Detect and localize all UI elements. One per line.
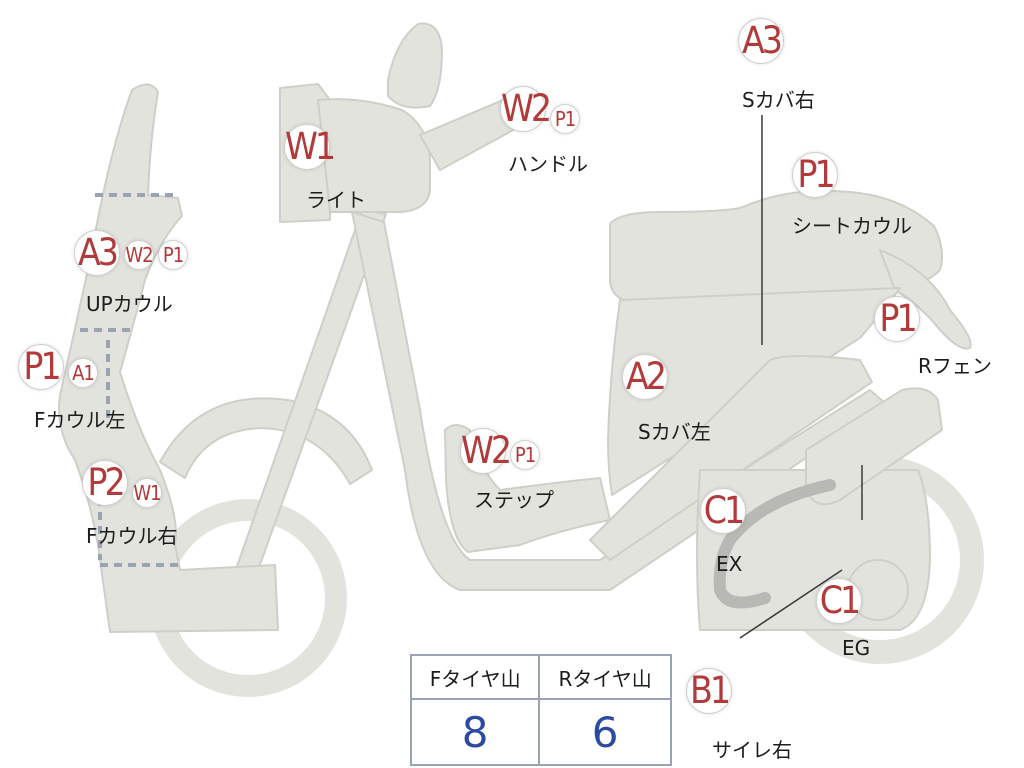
label-light: ライト xyxy=(306,188,366,212)
label-handle: ハンドル xyxy=(508,152,588,176)
table-header-rear-tire: Rタイヤ山 xyxy=(538,654,672,700)
exhaust-pipe xyxy=(713,479,836,609)
marker-p1-f-cowl-left: P1 xyxy=(18,344,64,390)
marker-w1-f-cowl-right: W1 xyxy=(132,478,162,508)
marker-p1-up-cowl: P1 xyxy=(158,240,188,270)
label-f-cowl-right: Fカウル右 xyxy=(86,524,178,548)
marker-a3-up-cowl: A3 xyxy=(74,230,120,276)
marker-c1-eg: C1 xyxy=(816,578,862,624)
table-value-rear-tire: 6 xyxy=(538,698,672,766)
label-r-fender: Rフェン xyxy=(918,354,992,378)
marker-w2-handle: W2 xyxy=(500,86,552,132)
marker-w1-light: W1 xyxy=(284,124,336,170)
marker-a1-f-cowl-left: A1 xyxy=(68,358,98,388)
marker-a2-s-cover-left: A2 xyxy=(622,354,668,400)
marker-w2-up-cowl: W2 xyxy=(124,240,154,270)
marker-p1-step: P1 xyxy=(510,440,540,470)
muffler xyxy=(805,387,943,506)
marker-c1-ex: C1 xyxy=(700,488,746,534)
front-fender xyxy=(159,397,373,485)
label-seat-cowl: シートカウル xyxy=(792,214,912,238)
marker-a3-s-cover-right: A3 xyxy=(738,18,784,64)
marker-p1-handle: P1 xyxy=(550,104,580,134)
frame xyxy=(351,211,887,591)
mirror xyxy=(387,22,443,109)
label-silencer-right: サイレ右 xyxy=(712,738,792,762)
tire-tread-table: Fタイヤ山 Rタイヤ山 8 6 xyxy=(409,654,672,766)
table-value-front-tire: 8 xyxy=(409,698,541,766)
label-s-cover-left: Sカバ左 xyxy=(638,420,711,444)
label-eg: EG xyxy=(842,636,871,660)
marker-p1-r-fender: P1 xyxy=(874,296,920,342)
marker-w2-step: W2 xyxy=(460,428,512,474)
label-up-cowl: UPカウル xyxy=(86,292,173,316)
seat-cowl-tail xyxy=(879,249,972,350)
marker-p2-f-cowl-right: P2 xyxy=(82,460,128,506)
table-header-front-tire: Fタイヤ山 xyxy=(409,654,541,700)
label-f-cowl-left: Fカウル左 xyxy=(34,408,126,432)
label-s-cover-right: Sカバ右 xyxy=(742,88,815,112)
marker-b1-silencer-right: B1 xyxy=(686,668,732,714)
rear-panel xyxy=(589,355,873,561)
label-ex: EX xyxy=(716,552,743,576)
label-step: ステップ xyxy=(474,488,554,512)
marker-p1-seat-cowl: P1 xyxy=(792,152,838,198)
